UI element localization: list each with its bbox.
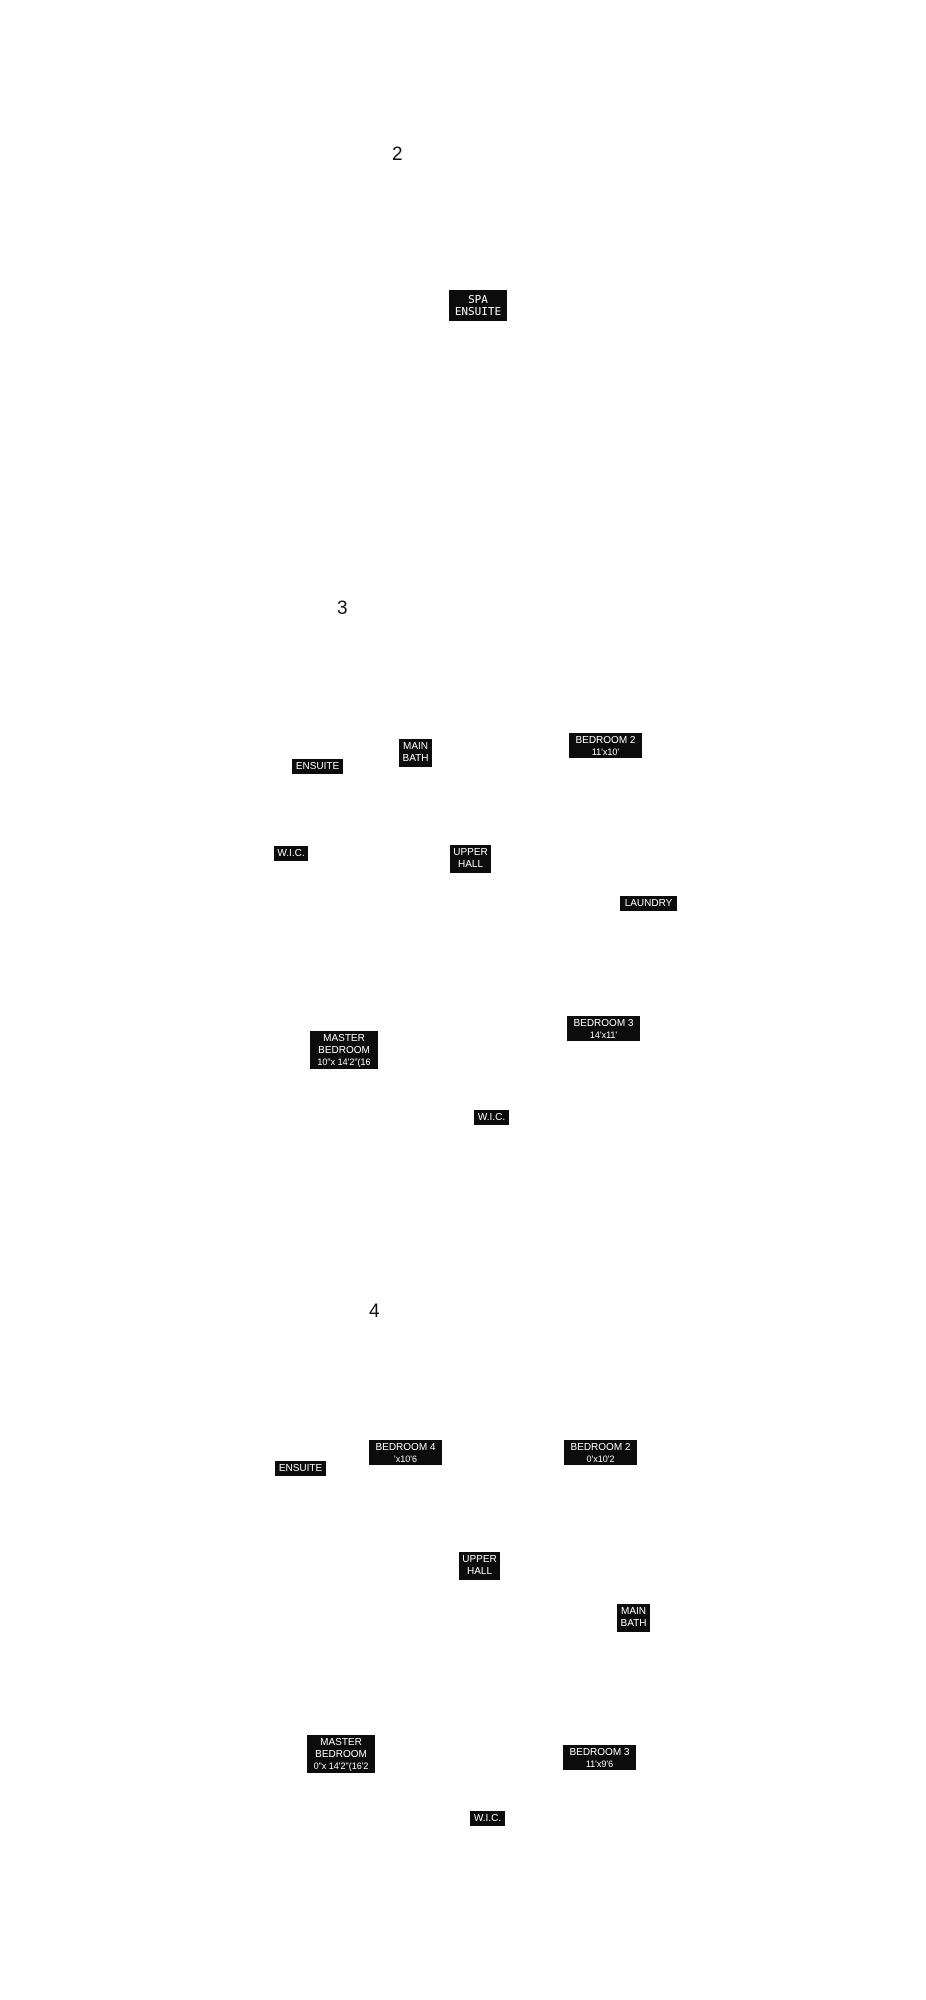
room-label-master-bedroom: MASTER BEDROOM 10"x 14'2"(16 — [310, 1031, 378, 1069]
room-label-bedroom-2: BEDROOM 2 0'x10'2 — [564, 1440, 637, 1465]
plan-number-2: 2 — [392, 144, 403, 165]
room-label-ensuite: ENSUITE — [292, 759, 343, 774]
room-label-upper-hall: UPPER HALL — [459, 1552, 500, 1580]
room-label-bedroom-3: BEDROOM 3 14'x11' — [567, 1016, 640, 1041]
room-label-master-bedroom: MASTER BEDROOM 0"x 14'2"(16'2 — [307, 1735, 375, 1773]
room-label-bedroom-4: BEDROOM 4 'x10'6 — [369, 1440, 442, 1465]
room-label-bedroom-2: BEDROOM 2 11'x10' — [569, 733, 642, 758]
room-label-main-bath: MAIN BATH — [617, 1604, 650, 1632]
room-label-ensuite: ENSUITE — [275, 1461, 326, 1476]
plan-number-3: 3 — [337, 598, 348, 619]
room-label-spa-ensuite: SPA ENSUITE — [449, 290, 507, 321]
room-label-upper-hall: UPPER HALL — [450, 845, 491, 873]
room-label-wic-2: W.I.C. — [474, 1110, 509, 1125]
room-label-main-bath: MAIN BATH — [399, 739, 432, 767]
room-label-wic: W.I.C. — [274, 846, 308, 861]
room-label-bedroom-3: BEDROOM 3 11'x9'6 — [563, 1745, 636, 1770]
room-label-laundry: LAUNDRY — [620, 896, 677, 911]
room-label-wic: W.I.C. — [470, 1811, 505, 1826]
plan-number-4: 4 — [369, 1301, 380, 1322]
